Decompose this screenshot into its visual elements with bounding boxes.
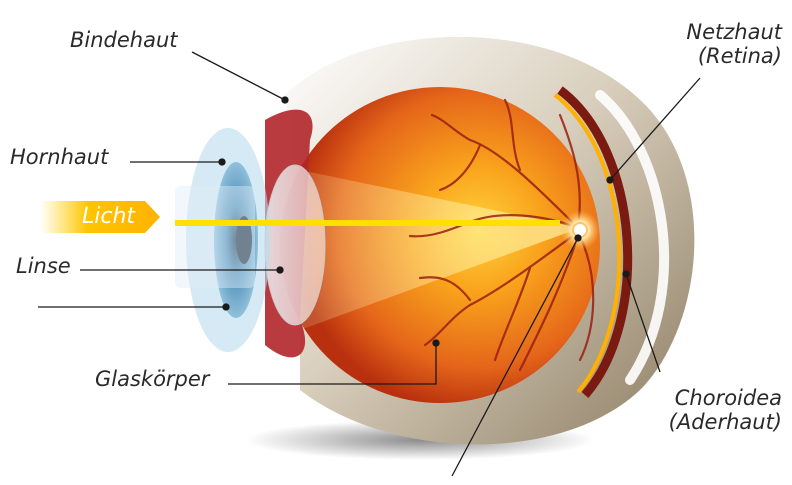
label-bindehaut: Bindehaut (70, 28, 178, 52)
dot-hornhaut (219, 159, 225, 165)
label-netzhaut-line2: (Retina) (686, 44, 782, 68)
dot-choroidea (623, 271, 629, 277)
dot-macula (575, 235, 581, 241)
label-glaskoerper: Glaskörper (95, 367, 209, 391)
dot-linse (277, 267, 283, 273)
label-netzhaut: Netzhaut (Retina) (686, 20, 782, 68)
dot-netzhaut (607, 177, 613, 183)
dot-glaskoerper (433, 340, 439, 346)
label-choroidea: Choroidea (Aderhaut) (669, 386, 782, 434)
light-beam (175, 220, 560, 226)
dot-bindehaut (282, 97, 288, 103)
optic-disc (573, 223, 587, 237)
leader-bindehaut (192, 52, 285, 100)
label-hornhaut: Hornhaut (10, 145, 108, 169)
label-licht: Licht (82, 204, 135, 229)
label-linse: Linse (16, 254, 71, 278)
light-tube (175, 186, 255, 288)
dot-iris (223, 304, 229, 310)
label-choroidea-line2: (Aderhaut) (669, 410, 782, 434)
label-choroidea-line1: Choroidea (669, 386, 782, 410)
label-netzhaut-line1: Netzhaut (686, 20, 782, 44)
lens (265, 165, 325, 325)
